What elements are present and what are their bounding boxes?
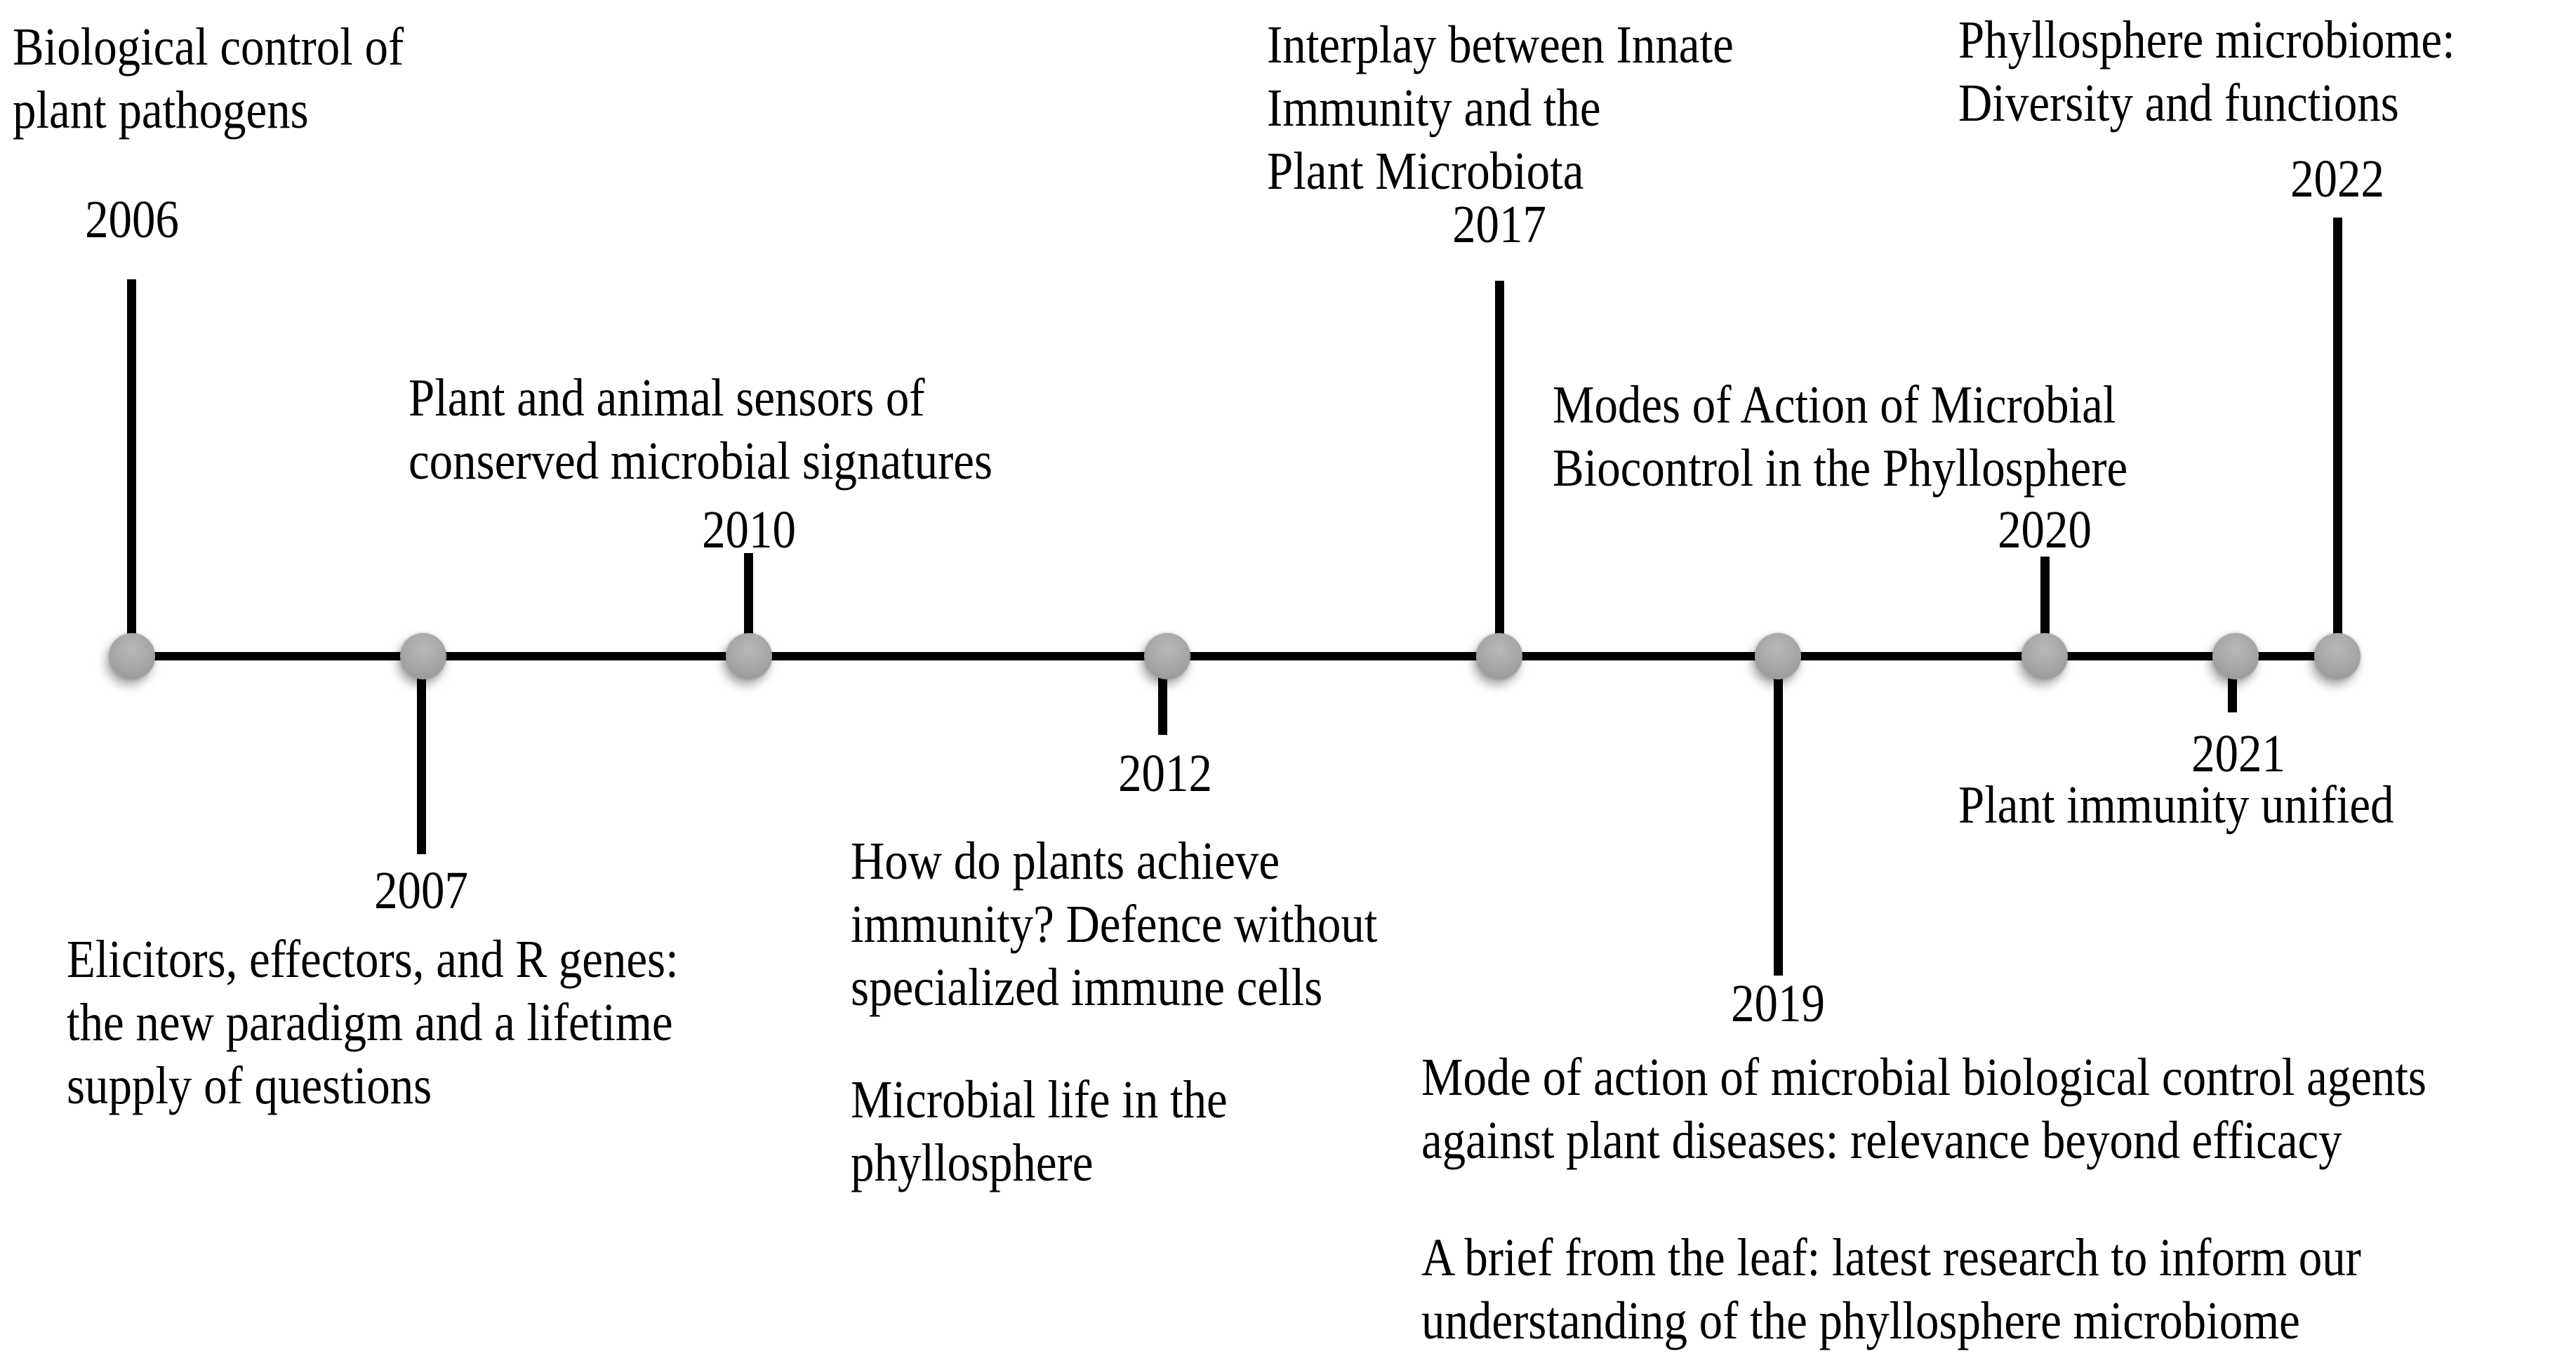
- timeline-dot-2010: [726, 633, 772, 679]
- stem-2022: [2333, 218, 2342, 656]
- timeline-axis-line: [128, 652, 2343, 660]
- stem-2007: [417, 660, 426, 854]
- stem-2010: [744, 553, 753, 656]
- timeline-dot-2007: [400, 633, 446, 679]
- stem-2006: [127, 279, 136, 656]
- timeline-dot-2012: [1144, 633, 1190, 679]
- event-title-2019-mode-of-action: Mode of action of microbial biological c…: [1421, 1048, 2426, 1170]
- timeline-dot-2006: [109, 633, 155, 679]
- year-label-2020: 2020: [1998, 500, 2092, 559]
- timeline-dot-2021: [2212, 633, 2259, 679]
- timeline-dot-2019: [1755, 633, 1801, 679]
- event-title-2022: Phyllosphere microbiome: Diversity and f…: [1958, 11, 2455, 133]
- year-label-2019: 2019: [1731, 974, 1825, 1033]
- year-label-2012: 2012: [1118, 744, 1212, 803]
- event-title-2006: Biological control of plant pathogens: [13, 18, 404, 140]
- event-title-2017: Interplay between Innate Immunity and th…: [1267, 15, 1734, 201]
- year-label-2021: 2021: [2191, 724, 2285, 783]
- event-title-2020: Modes of Action of Microbial Biocontrol …: [1553, 375, 2128, 498]
- timeline-dot-2020: [2021, 633, 2068, 679]
- event-title-2010: Plant and animal sensors of conserved mi…: [409, 368, 993, 491]
- event-title-2012-immunity: How do plants achieve immunity? Defence …: [851, 832, 1378, 1017]
- event-title-2007: Elicitors, effectors, and R genes: the n…: [67, 930, 679, 1115]
- event-title-2021: Plant immunity unified: [1958, 776, 2394, 835]
- timeline-dot-2022: [2314, 633, 2361, 679]
- stem-2020: [2040, 557, 2050, 656]
- event-title-2019-brief-from-leaf: A brief from the leaf: latest research t…: [1421, 1228, 2361, 1350]
- event-title-2012-microbial-life: Microbial life in the phyllosphere: [851, 1070, 1228, 1192]
- stem-2019: [1774, 660, 1783, 976]
- year-label-2006: 2006: [85, 190, 179, 249]
- year-label-2007: 2007: [374, 861, 468, 920]
- year-label-2022: 2022: [2290, 149, 2384, 208]
- year-label-2010: 2010: [702, 500, 796, 559]
- timeline-dot-2017: [1476, 633, 1522, 679]
- year-label-2017: 2017: [1452, 195, 1546, 254]
- stem-2017: [1495, 281, 1504, 656]
